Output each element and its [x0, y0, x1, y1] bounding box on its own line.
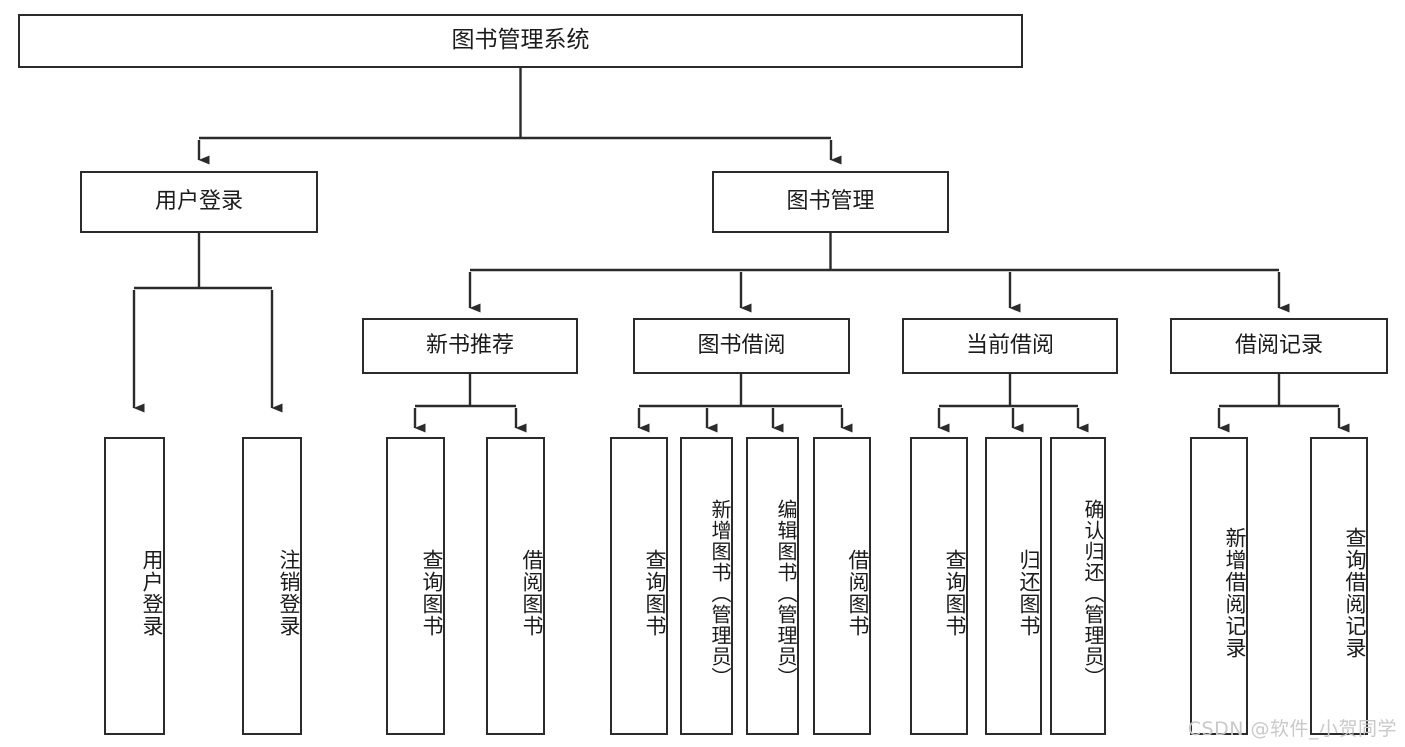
node-label: 新增图书（管理员）: [708, 498, 732, 688]
node-label: 查询图书: [643, 549, 667, 637]
node-label: 查询借阅记录: [1343, 527, 1367, 659]
node-current-borrow[interactable]: 当前借阅: [902, 318, 1118, 374]
node-label: 确认归还（管理员）: [1081, 498, 1105, 688]
node-label: 查询图书: [420, 549, 444, 637]
node-new-book-recommend[interactable]: 新书推荐: [362, 318, 578, 374]
leaf-edit-book-admin[interactable]: 编辑图书（管理员）: [746, 437, 799, 735]
leaf-borrow-book[interactable]: 借阅图书: [813, 437, 871, 735]
node-label: 借阅记录: [1234, 332, 1323, 358]
node-borrow-record[interactable]: 借阅记录: [1170, 318, 1388, 374]
node-label: 新书推荐: [425, 332, 514, 358]
node-book-borrow[interactable]: 图书借阅: [633, 318, 850, 374]
leaf-return-book[interactable]: 归还图书: [985, 437, 1042, 735]
leaf-query-book-current[interactable]: 查询图书: [910, 437, 968, 735]
node-label: 注销登录: [277, 549, 301, 637]
node-label: 借阅图书: [520, 549, 544, 637]
node-label: 新增借阅记录: [1223, 527, 1247, 659]
leaf-user-login[interactable]: 用户登录: [104, 437, 165, 735]
node-label: 图书借阅: [697, 332, 786, 358]
watermark-text: CSDN @软件_小贺同学: [1187, 718, 1397, 740]
leaf-borrow-book-recommend[interactable]: 借阅图书: [486, 437, 545, 735]
leaf-query-borrow-record[interactable]: 查询借阅记录: [1310, 437, 1368, 735]
node-label: 归还图书: [1017, 549, 1041, 637]
node-label: 用户登录: [154, 188, 243, 214]
leaf-query-book-recommend[interactable]: 查询图书: [386, 437, 445, 735]
leaf-add-book-admin[interactable]: 新增图书（管理员）: [680, 437, 733, 735]
node-user-login[interactable]: 用户登录: [80, 171, 318, 233]
leaf-confirm-return-admin[interactable]: 确认归还（管理员）: [1050, 437, 1106, 735]
node-label: 编辑图书（管理员）: [774, 498, 798, 688]
node-label: 图书管理: [786, 188, 875, 214]
leaf-add-borrow-record[interactable]: 新增借阅记录: [1190, 437, 1248, 735]
leaf-query-book-borrow[interactable]: 查询图书: [610, 437, 668, 735]
node-root-system[interactable]: 图书管理系统: [18, 14, 1023, 68]
node-label: 查询图书: [943, 549, 967, 637]
node-label: 当前借阅: [965, 332, 1054, 358]
node-book-management[interactable]: 图书管理: [712, 171, 949, 233]
node-label: 借阅图书: [846, 549, 870, 637]
leaf-logout[interactable]: 注销登录: [242, 437, 302, 735]
node-label: 用户登录: [140, 549, 164, 637]
node-label: 图书管理系统: [451, 27, 590, 54]
